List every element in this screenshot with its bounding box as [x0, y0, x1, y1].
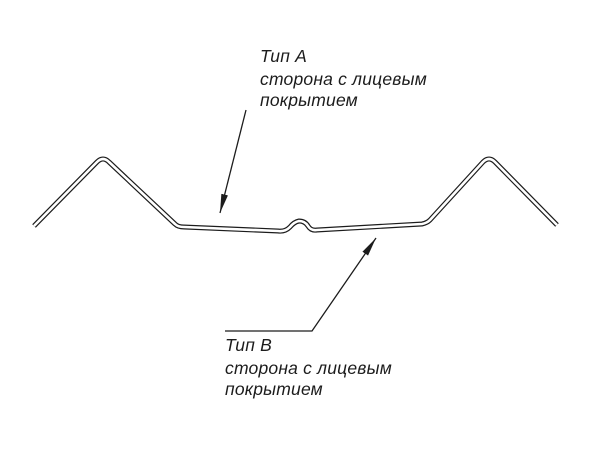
- callout-type-b: Тип В сторона с лицевым покрытием: [225, 335, 392, 401]
- leader-line-type-a: [219, 109, 247, 214]
- profile-section-core: [33, 157, 558, 233]
- type-b-title: Тип В: [225, 335, 273, 355]
- type-a-title: Тип А: [260, 46, 308, 66]
- callout-type-a: Тип А сторона с лицевым покрытием: [260, 46, 427, 112]
- leader-line-type-b: [225, 237, 377, 332]
- profile-section-outline: [32, 156, 559, 234]
- type-a-line2: покрытием: [260, 90, 358, 110]
- type-a-line1: сторона с лицевым: [260, 68, 427, 89]
- type-b-line2: покрытием: [225, 379, 323, 399]
- type-b-line1: сторона с лицевым: [225, 357, 392, 378]
